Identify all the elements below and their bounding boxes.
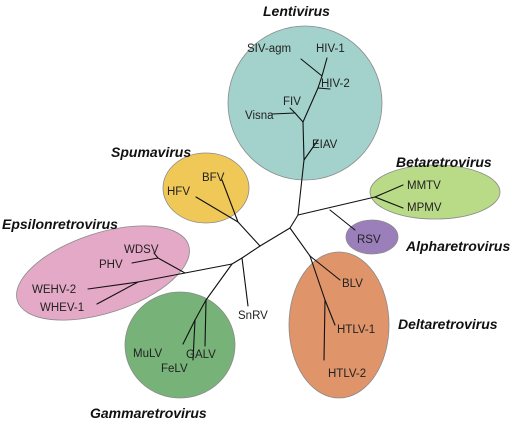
lentivirus-inner-branch	[317, 75, 323, 89]
fiv-branch	[289, 107, 296, 114]
epsilonretrovirus-clade	[16, 225, 190, 321]
gammaretrovirus-genus-label: Gammaretrovirus	[90, 405, 207, 421]
felv-label: FeLV	[161, 363, 188, 375]
phv-label: PHV	[99, 259, 123, 271]
epsilonretrovirus-stem-branch	[184, 263, 233, 274]
deltaretrovirus-clade	[288, 251, 390, 399]
bfv-branch	[221, 179, 239, 223]
spumavirus-genus-label: Spumavirus	[111, 144, 191, 160]
alpharetrovirus-clade	[345, 219, 399, 255]
gamma-stem-branch	[231, 257, 243, 265]
epsilonretrovirus-inner-branch	[137, 272, 186, 283]
rsv-label: RSV	[357, 234, 381, 246]
wdsv-branch	[153, 252, 159, 259]
siv-agm-branch	[300, 58, 323, 77]
backbone-branch	[289, 214, 299, 229]
lentivirus-clade	[227, 25, 383, 181]
hiv1-branch	[321, 57, 328, 77]
hiv1-label: HIV-1	[316, 43, 345, 55]
epsilonretrovirus-inner-branch	[157, 257, 186, 274]
htlv1-label: HTLV-1	[337, 324, 375, 336]
mulv-label: MuLV	[133, 348, 163, 360]
gammaretrovirus-clade	[124, 291, 236, 399]
betaretrovirus-genus-label: Betaretrovirus	[396, 154, 492, 170]
mmtv-branch	[374, 184, 404, 198]
gammaretrovirus-stem-branch	[205, 263, 233, 301]
betaretrovirus-stem-branch	[297, 196, 376, 216]
hfv-label: HFV	[167, 186, 190, 198]
snrv-branch	[241, 257, 249, 307]
lentivirus-inner-branch	[302, 87, 319, 123]
backbone-branch	[259, 227, 291, 247]
visna-branch	[271, 112, 296, 115]
hiv2-label: HIV-2	[321, 78, 350, 90]
mmtv-label: MMTV	[407, 180, 441, 192]
wehv2-label: WEHV-2	[32, 284, 76, 296]
htlv1-branch	[324, 299, 336, 326]
visna-label: Visna	[245, 110, 274, 122]
tree-branches	[87, 57, 404, 361]
wdsv-label: WDSV	[124, 244, 159, 256]
hiv2-branch	[317, 87, 331, 90]
galv-branch	[204, 299, 207, 347]
mpmv-label: MPMV	[407, 202, 442, 214]
eiav-label: EIAV	[312, 139, 338, 151]
lentivirus-inner-branch	[294, 112, 304, 123]
whev1-label: WHEV-1	[40, 302, 84, 314]
wehv2-branch	[87, 281, 139, 290]
eiav-branch	[303, 139, 319, 161]
hfv-branch	[195, 196, 239, 223]
siv-agm-label: SIV-agm	[247, 43, 291, 55]
mulv-branch	[182, 319, 196, 345]
htlv2-branch	[323, 299, 326, 361]
deltaretrovirus-genus-label: Deltaretrovirus	[398, 316, 498, 332]
whev1-branch	[96, 281, 139, 305]
spumavirus-clade	[162, 152, 250, 224]
blv-label: BLV	[342, 278, 363, 290]
gammaretrovirus-inner-branch	[194, 299, 207, 321]
betaretrovirus-clade	[369, 164, 501, 220]
epsilonretrovirus-genus-label: Epsilonretrovirus	[2, 216, 118, 232]
blv-branch	[309, 255, 341, 281]
fiv-label: FIV	[283, 96, 301, 108]
mpmv-branch	[374, 196, 404, 209]
lentivirus-inner-branch	[302, 121, 305, 161]
deltaretrovirus-stem-branch	[289, 227, 311, 257]
deltaretrovirus-inner-branch	[309, 255, 326, 301]
phv-branch	[131, 257, 159, 264]
alpharetrovirus-genus-label: Alpharetrovirus	[405, 238, 510, 254]
htlv2-label: HTLV-2	[328, 368, 366, 380]
spumavirus-stem-branch	[237, 221, 261, 247]
felv-branch	[192, 319, 196, 361]
lentivirus-stem-branch	[297, 159, 305, 216]
snrv-label: SnRV	[238, 310, 268, 322]
lentivirus-genus-label: Lentivirus	[263, 3, 330, 19]
backbone-branch	[241, 245, 261, 259]
rsv-branch	[329, 209, 356, 231]
bfv-label: BFV	[202, 172, 225, 184]
galv-label: GALV	[186, 349, 216, 361]
